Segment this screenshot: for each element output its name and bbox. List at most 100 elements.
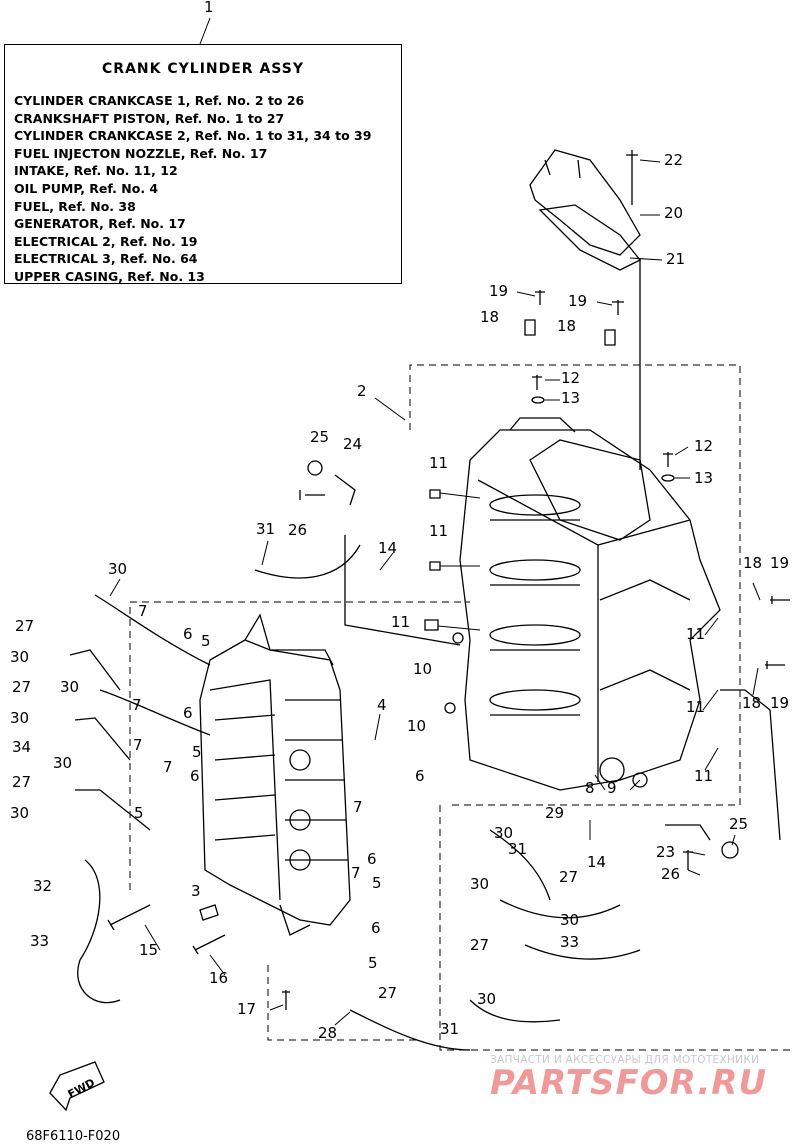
callout-33: 33 <box>30 932 50 950</box>
dashed-group-frames <box>130 365 790 1050</box>
fwd-arrow-icon <box>50 1062 104 1110</box>
fasteners <box>108 150 790 1010</box>
callout-11: 11 <box>429 454 449 472</box>
callout-28: 28 <box>318 1024 338 1042</box>
callout-27: 27 <box>470 936 490 954</box>
legend-item: FUEL, Ref. No. 38 <box>14 198 136 214</box>
callout-26: 26 <box>288 521 308 539</box>
callout-6: 6 <box>371 919 381 937</box>
legend-item: GENERATOR, Ref. No. 17 <box>14 216 186 232</box>
callout-7: 7 <box>133 736 143 754</box>
callout-18: 18 <box>480 308 500 326</box>
callout-7: 7 <box>163 758 173 776</box>
callout-22: 22 <box>664 151 684 169</box>
callout-6: 6 <box>367 850 377 868</box>
callout-27: 27 <box>12 773 32 791</box>
callout-5: 5 <box>372 874 382 892</box>
callout-30: 30 <box>108 560 128 578</box>
callout-21: 21 <box>666 250 686 268</box>
watermark-brand-logo: PARTSFOR.RU <box>490 1063 768 1103</box>
callout-13: 13 <box>694 469 714 487</box>
callout-3: 3 <box>191 882 201 900</box>
callout-31: 31 <box>508 840 528 858</box>
callout-5: 5 <box>201 632 211 650</box>
callout-6: 6 <box>190 767 200 785</box>
callout-2: 2 <box>357 382 367 400</box>
callout-7: 7 <box>138 602 148 620</box>
callout-16: 16 <box>209 969 229 987</box>
callout-18: 18 <box>557 317 577 335</box>
legend-item: FUEL INJECTON NOZZLE, Ref. No. 17 <box>14 145 268 161</box>
callout-30: 30 <box>494 824 514 842</box>
callout-7: 7 <box>132 696 142 714</box>
callout-30: 30 <box>10 709 30 727</box>
callout-18: 18 <box>742 694 762 712</box>
callout-13: 13 <box>561 389 581 407</box>
callout-11: 11 <box>429 522 449 540</box>
callout-12: 12 <box>694 437 714 455</box>
callout-6: 6 <box>415 767 425 785</box>
crankcase-2-block <box>200 615 350 935</box>
callout-32: 32 <box>33 877 53 895</box>
callout-17: 17 <box>237 1000 257 1018</box>
callout-30: 30 <box>60 678 80 696</box>
callout-11: 11 <box>694 767 714 785</box>
callout-27: 27 <box>559 868 579 886</box>
callout-14: 14 <box>587 853 607 871</box>
callout-34: 34 <box>12 738 32 756</box>
top-cover <box>530 150 640 470</box>
callout-5: 5 <box>368 954 378 972</box>
callout-6: 6 <box>183 625 193 643</box>
callout-33: 33 <box>560 933 580 951</box>
hoses <box>70 535 780 1050</box>
callout-30: 30 <box>10 648 30 666</box>
callout-19: 19 <box>770 554 790 572</box>
callout-25: 25 <box>729 815 749 833</box>
callout-18: 18 <box>743 554 763 572</box>
legend-item: UPPER CASING, Ref. No. 13 <box>14 268 205 284</box>
legend-item: CRANKSHAFT PISTON, Ref. No. 1 to 27 <box>14 110 285 126</box>
callout-11: 11 <box>686 625 706 643</box>
legend-item: CYLINDER CRANKCASE 1, Ref. No. 2 to 26 <box>14 93 305 108</box>
callout-8: 8 <box>585 779 595 797</box>
callout-5: 5 <box>134 804 144 822</box>
legend-item: ELECTRICAL 2, Ref. No. 19 <box>14 233 198 249</box>
callout-20: 20 <box>664 204 684 222</box>
callout-19: 19 <box>770 694 790 712</box>
legend-item: ELECTRICAL 3, Ref. No. 64 <box>14 251 198 267</box>
callout-30: 30 <box>470 875 490 893</box>
callout-29: 29 <box>545 804 565 822</box>
callout-10: 10 <box>407 717 427 735</box>
callout-27: 27 <box>378 984 398 1002</box>
callout-25: 25 <box>310 428 330 446</box>
crankcase-1-block <box>460 418 720 790</box>
callout-23: 23 <box>656 843 676 861</box>
callout-30: 30 <box>477 990 497 1008</box>
watermark-subtitle: ЗАПЧАСТИ И АКСЕССУАРЫ ДЛЯ МОТОТЕХНИКИ <box>490 1054 760 1066</box>
callout-11: 11 <box>391 613 411 631</box>
callout-9: 9 <box>607 779 617 797</box>
callout-27: 27 <box>12 678 32 696</box>
callout-7: 7 <box>351 864 361 882</box>
callout-24: 24 <box>343 435 363 453</box>
callout-19: 19 <box>489 282 509 300</box>
callout-26: 26 <box>661 865 681 883</box>
legend-title: CRANK CYLINDER ASSY <box>102 61 304 77</box>
legend-list: CYLINDER CRANKCASE 1, Ref. No. 2 to 26 C… <box>14 92 371 286</box>
callout-7: 7 <box>353 798 363 816</box>
callout-31: 31 <box>256 520 276 538</box>
callout-30: 30 <box>10 804 30 822</box>
callout-1: 1 <box>204 0 214 16</box>
callout-5: 5 <box>192 743 202 761</box>
callout-4: 4 <box>377 696 387 714</box>
callout-14: 14 <box>378 539 398 557</box>
legend-item: INTAKE, Ref. No. 11, 12 <box>14 163 178 179</box>
leader-lines <box>110 18 760 1025</box>
callout-11: 11 <box>686 698 706 716</box>
callout-10: 10 <box>413 660 433 678</box>
legend-item: CYLINDER CRANKCASE 2, Ref. No. 1 to 31, … <box>14 128 372 144</box>
callout-27: 27 <box>15 617 35 635</box>
legend-item: OIL PUMP, Ref. No. 4 <box>14 180 159 196</box>
callout-30: 30 <box>53 754 73 772</box>
